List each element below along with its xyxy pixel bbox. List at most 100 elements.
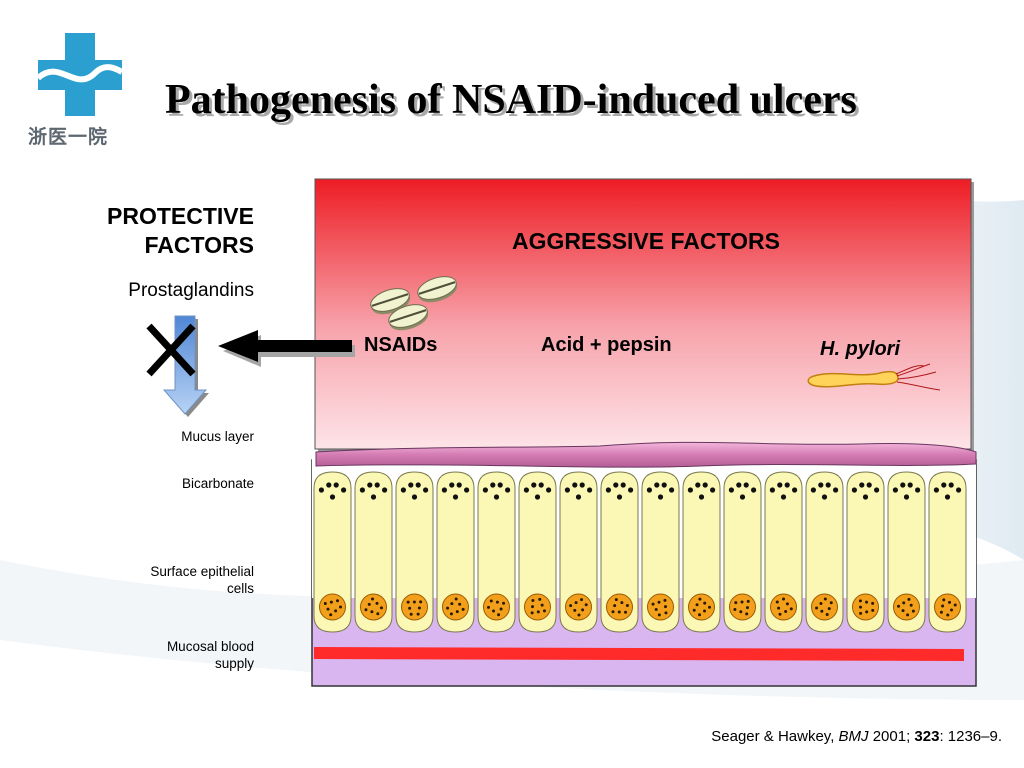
mucus-granule (493, 494, 500, 500)
chromatin-dot (581, 608, 585, 612)
cell-nucleus (524, 593, 551, 621)
mucus-granule (616, 494, 623, 500)
chromatin-dot (871, 608, 875, 612)
chromatin-dot (542, 609, 546, 613)
pill-icon (370, 276, 458, 331)
chromatin-dot (624, 610, 628, 614)
chromatin-dot (335, 599, 339, 603)
chromatin-dot (536, 610, 540, 614)
epithelial-cell (846, 471, 885, 633)
mucus-granule (564, 487, 571, 493)
mucus-granule (646, 487, 653, 493)
mucus-granule (579, 482, 585, 488)
chromatin-dot (461, 607, 465, 611)
cell-nucleus (688, 593, 715, 621)
mucus-granule (941, 482, 947, 488)
chromatin-dot (450, 602, 454, 606)
chromatin-dot (902, 601, 906, 605)
aggressive-factors-title: AGGRESSIVE FACTORS (512, 228, 780, 254)
epithelial-cell (313, 471, 352, 633)
mucus-granule (575, 494, 582, 500)
mucus-granule (833, 487, 839, 493)
chromatin-dot (859, 611, 863, 615)
label-line: Surface epithelial (150, 564, 254, 579)
protective-factors-title: PROTECTIVE FACTORS (34, 202, 254, 260)
mucus-granule (818, 482, 824, 488)
chromatin-dot (375, 601, 379, 605)
mucus-granule (710, 487, 716, 493)
mucus-granule (546, 487, 552, 493)
chromatin-dot (334, 609, 338, 613)
epithelial-cell (723, 471, 762, 633)
chromatin-dot (782, 597, 786, 601)
mucus-granule (333, 482, 339, 488)
chromatin-dot (580, 598, 584, 602)
mucus-granule (505, 487, 511, 493)
protective-title-line2: FACTORS (144, 232, 254, 258)
mucus-granule (318, 487, 324, 493)
mucus-granule (739, 494, 746, 500)
chromatin-dot (789, 607, 793, 611)
mucus-granule (423, 487, 429, 493)
bicarbonate-label: Bicarbonate (94, 475, 254, 492)
nsaid-arrow (218, 330, 355, 367)
chromatin-dot (865, 610, 869, 614)
chromatin-dot (611, 610, 615, 614)
mucus-granule (956, 487, 962, 493)
chromatin-dot (734, 601, 738, 605)
surface-epithelial-label: Surface epithelial cells (94, 563, 254, 597)
cell-nucleus (647, 593, 674, 621)
chromatin-dot (740, 600, 744, 604)
chromatin-dot (739, 610, 743, 614)
mucus-granule (523, 487, 530, 493)
chromatin-dot (692, 608, 696, 612)
chromatin-dot (746, 599, 750, 603)
blood-vessel (314, 647, 964, 661)
chromatin-dot (376, 612, 380, 616)
cell-nucleus (893, 593, 920, 621)
chromatin-dot (531, 605, 535, 609)
chromatin-dot (530, 611, 534, 615)
chromatin-dot (408, 606, 412, 610)
mucus-granule (907, 482, 913, 488)
chromatin-dot (329, 613, 333, 617)
cell-nucleus (852, 593, 879, 621)
chromatin-dot (569, 604, 573, 608)
citation-year: 2001; (868, 728, 915, 745)
chromatin-dot (371, 597, 375, 601)
chromatin-dot (370, 610, 374, 614)
chromatin-dot (733, 608, 737, 612)
chromatin-dot (574, 601, 578, 605)
mucus-granule (441, 487, 447, 493)
prostaglandins-label: Prostaglandins (128, 280, 254, 301)
mucus-granule (490, 482, 496, 488)
chromatin-dot (339, 605, 342, 609)
chromatin-dot (651, 602, 655, 606)
epithelial-cell (600, 471, 639, 633)
label-line: supply (214, 656, 254, 671)
mucus-granule (892, 487, 899, 493)
chromatin-dot (946, 613, 950, 617)
mucus-granule (415, 482, 421, 488)
epithelial-cell (764, 471, 803, 633)
chromatin-dot (455, 610, 459, 614)
label-line: Mucus layer (181, 429, 254, 444)
mucus-granule (821, 494, 828, 500)
chromatin-dot (939, 610, 943, 614)
chromatin-dot (777, 606, 781, 610)
chromatin-dot (367, 602, 371, 606)
chromatin-dot (906, 613, 910, 617)
chromatin-dot (625, 604, 629, 608)
epithelial-cell (436, 471, 475, 633)
chromatin-dot (698, 597, 702, 601)
chromatin-dot (419, 600, 423, 604)
cell-nucleus (729, 593, 756, 621)
label-line: Mucosal blood (166, 639, 254, 654)
label-line: Bicarbonate (181, 476, 254, 491)
protective-title-line1: PROTECTIVE (107, 203, 254, 229)
cell-nucleus (811, 593, 838, 621)
chromatin-dot (417, 606, 421, 610)
chromatin-dot (449, 612, 453, 616)
chromatin-dot (953, 603, 957, 607)
